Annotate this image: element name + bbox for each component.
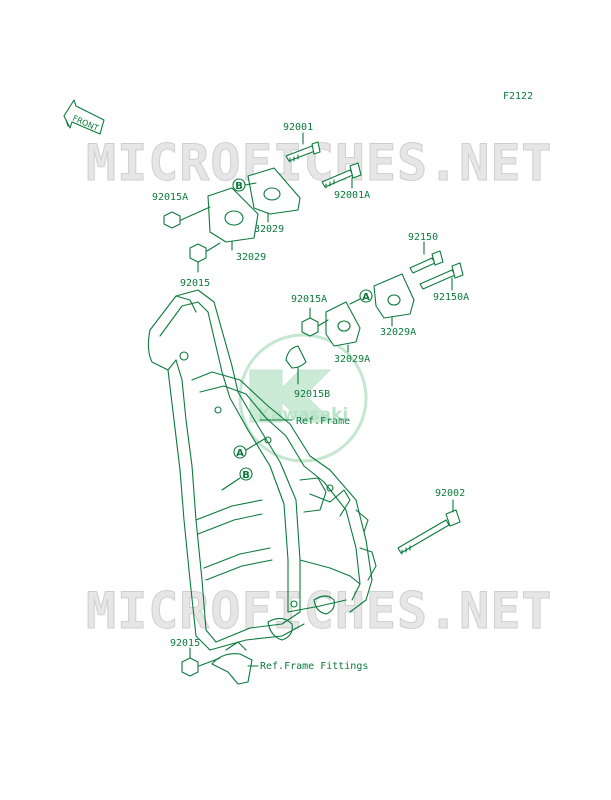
label-92001: 92001 bbox=[283, 122, 313, 133]
clamp-92015b bbox=[285, 345, 307, 385]
bolt-92002 bbox=[397, 499, 461, 555]
watermark-top: MICROFICHES.NET bbox=[86, 134, 553, 192]
figure-code: F2122 bbox=[503, 91, 533, 102]
label-92015a-top: 92015A bbox=[152, 192, 188, 203]
nut-92015-top bbox=[189, 242, 221, 273]
bolt-92001 bbox=[285, 132, 321, 163]
nut-92015a-mid bbox=[301, 307, 329, 337]
label-32029a-right: 32029A bbox=[380, 327, 416, 338]
svg-text:A: A bbox=[236, 448, 244, 459]
frame-fitting-bracket bbox=[211, 641, 259, 685]
callout-a-top: A bbox=[349, 289, 373, 305]
label-32029-right: 32029 bbox=[254, 224, 284, 235]
label-92015a-mid: 92015A bbox=[291, 294, 327, 305]
bolt-92150a bbox=[419, 262, 464, 291]
nut-92015a-top bbox=[163, 206, 211, 229]
bolt-92150 bbox=[409, 241, 444, 274]
label-92001a: 92001A bbox=[334, 190, 370, 201]
label-92150a: 92150A bbox=[433, 292, 469, 303]
label-32029a-left: 32029A bbox=[334, 354, 370, 365]
front-arrow-icon: FRONT bbox=[63, 99, 105, 135]
plate-32029a-left bbox=[325, 301, 361, 353]
svg-text:A: A bbox=[362, 292, 370, 303]
ref-frame-fittings-label: Ref.Frame Fittings bbox=[260, 661, 368, 672]
svg-text:B: B bbox=[242, 470, 250, 481]
nut-92015-bottom bbox=[181, 647, 221, 677]
callout-b-top: B bbox=[232, 178, 257, 192]
label-92015b: 92015B bbox=[294, 389, 330, 400]
frame-assembly bbox=[147, 289, 377, 651]
label-32029-left: 32029 bbox=[236, 252, 266, 263]
label-92002: 92002 bbox=[435, 488, 465, 499]
label-92150: 92150 bbox=[408, 232, 438, 243]
plate-32029-right bbox=[247, 167, 301, 223]
label-92015-top: 92015 bbox=[180, 278, 210, 289]
svg-text:B: B bbox=[235, 181, 243, 192]
label-92015-bottom: 92015 bbox=[170, 638, 200, 649]
callout-b-frame: B bbox=[221, 467, 253, 491]
plate-32029a-right bbox=[373, 273, 415, 327]
plate-32029-left bbox=[207, 187, 259, 251]
callout-a-frame: A bbox=[233, 437, 267, 459]
bolt-92001a bbox=[321, 162, 362, 189]
ref-frame-label: Ref.Frame bbox=[296, 416, 350, 427]
